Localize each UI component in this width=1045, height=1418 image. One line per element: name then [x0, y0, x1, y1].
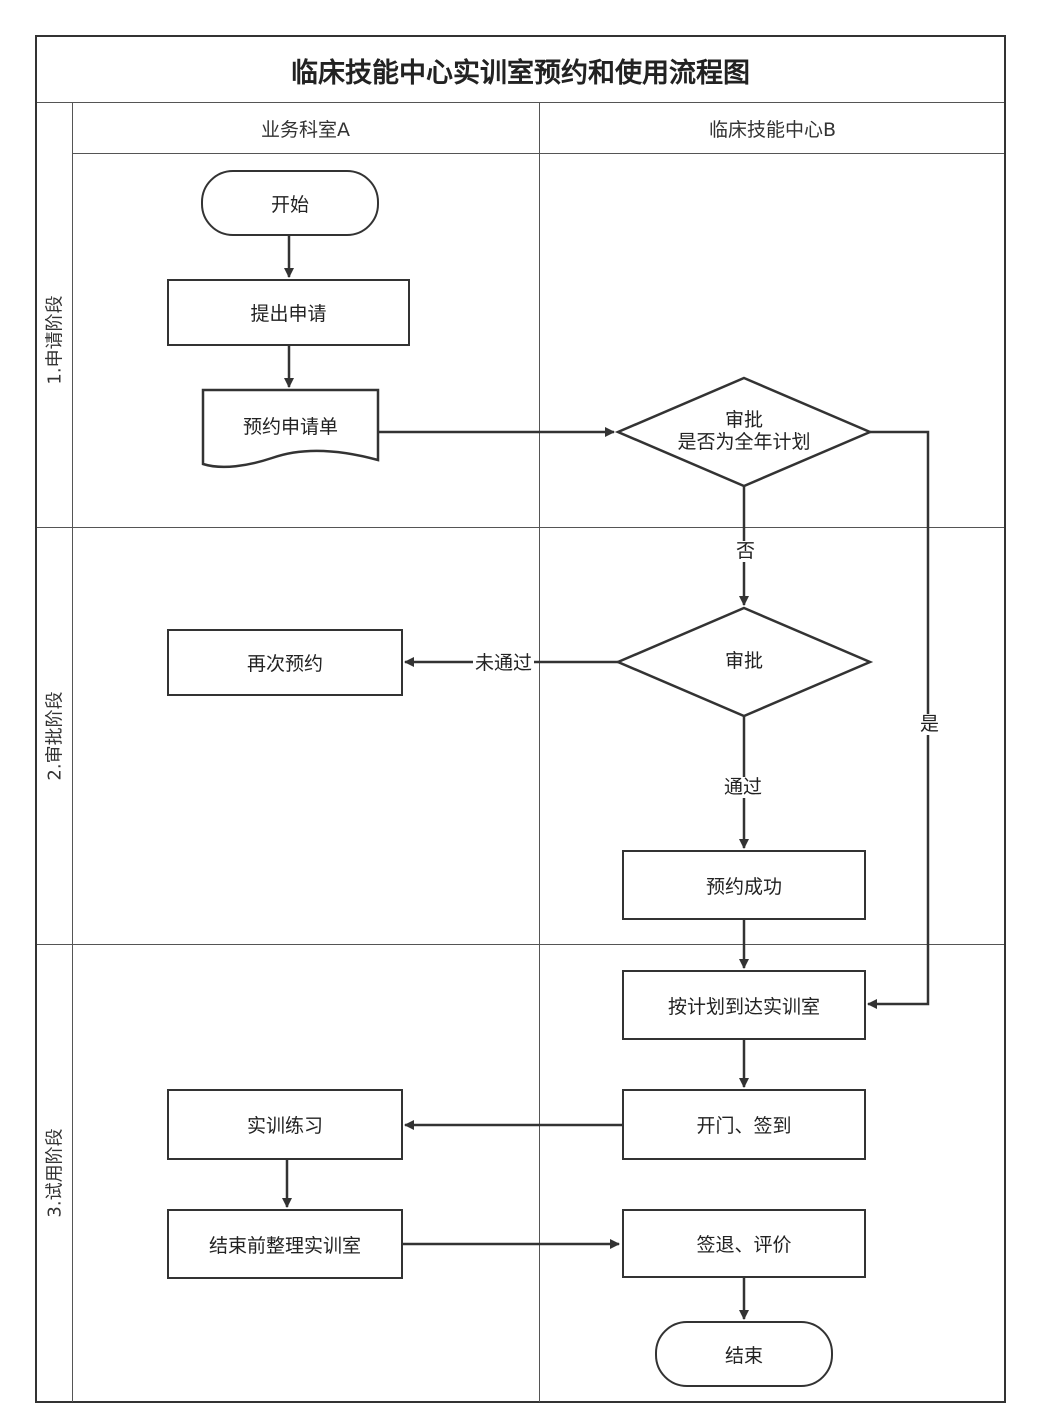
tidy-room-box: 结束前整理实训室 [167, 1209, 403, 1279]
lane-header-b: 临床技能中心B [708, 118, 837, 141]
training-practice-box: 实训练习 [167, 1089, 403, 1160]
end-terminator: 结束 [655, 1321, 833, 1387]
rebook-box: 再次预约 [167, 629, 403, 696]
lane-header-a: 业务科室A [261, 118, 350, 141]
phase1-divider [37, 527, 1004, 528]
diagram-frame [35, 35, 1006, 1403]
lane-divider [539, 102, 540, 1402]
phase-column-divider [72, 102, 73, 1402]
decision1-line2: 是否为全年计划 [677, 431, 811, 453]
decision1-label: 审批 是否为全年计划 [640, 404, 848, 460]
open-checkin-box: 开门、签到 [622, 1089, 866, 1160]
decision1-line1: 审批 [724, 409, 763, 432]
start-terminator: 开始 [201, 170, 379, 236]
application-form-label: 预约申请单 [242, 416, 338, 439]
title-divider [37, 102, 1004, 103]
arrive-training-room-box: 按计划到达实训室 [622, 970, 866, 1040]
booking-success-box: 预约成功 [622, 850, 866, 920]
decision2-label: 审批 [724, 650, 763, 673]
label-no: 否 [734, 540, 758, 562]
label-passed: 通过 [722, 776, 765, 798]
label-not-passed: 未通过 [473, 652, 535, 674]
checkout-evaluate-box: 签退、评价 [622, 1209, 866, 1278]
form-document-shape [201, 388, 380, 469]
header-divider [72, 153, 1004, 154]
label-yes: 是 [918, 713, 942, 735]
phase2-divider [37, 944, 1004, 945]
submit-application-box: 提出申请 [167, 279, 410, 346]
diagram-title: 临床技能中心实训室预约和使用流程图 [291, 57, 750, 89]
